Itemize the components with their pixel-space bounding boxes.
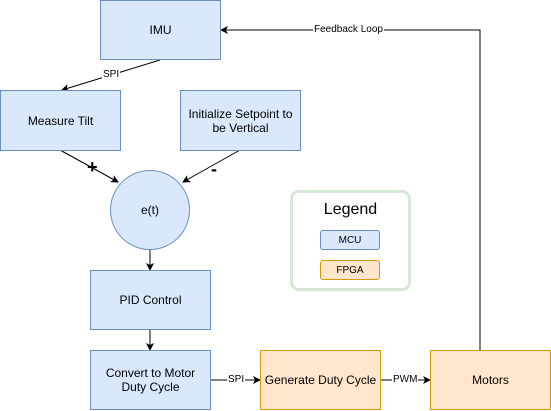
generate-duty-cycle-node: Generate Duty Cycle — [260, 350, 381, 410]
edge-measure-tilt-to-error — [59, 149, 119, 183]
legend-title: Legend — [323, 201, 378, 218]
legend-item-fpga-label: FPGA — [336, 264, 364, 276]
imu-label: IMU — [149, 23, 172, 37]
imu-node: IMU — [100, 0, 221, 60]
spi-label-convert: SPI — [227, 374, 246, 386]
edge-motors-to-imu — [220, 26, 481, 350]
measure-tilt-label: Measure Tilt — [27, 113, 94, 128]
measure-tilt-node: Measure Tilt — [0, 90, 121, 151]
edge-setpoint-to-error — [182, 149, 241, 183]
motors-label: Motors — [472, 373, 509, 387]
convert-duty-cycle-node: Convert to Motor Duty Cycle — [90, 350, 211, 410]
setpoint-node: Initialize Setpoint to be Vertical — [180, 90, 301, 151]
minus-sign: - — [211, 159, 217, 179]
error-label: e(t) — [141, 203, 159, 217]
pid-control-label: PID Control — [119, 293, 182, 307]
legend-item-mcu: MCU — [320, 230, 380, 250]
pid-control-node: PID Control — [90, 270, 211, 330]
plus-sign: + — [87, 157, 98, 177]
legend-item-mcu-label: MCU — [338, 234, 362, 246]
error-node: e(t) — [110, 170, 190, 250]
generate-duty-cycle-label: Generate Duty Cycle — [264, 373, 377, 387]
legend-item-fpga: FPGA — [320, 260, 380, 280]
pwm-label: PWM — [392, 374, 419, 386]
feedback-loop-label: Feedback Loop — [313, 24, 384, 36]
convert-duty-cycle-label: Convert to Motor Duty Cycle — [105, 366, 196, 394]
spi-label-imu: SPI — [102, 69, 121, 81]
setpoint-label: Initialize Setpoint to be Vertical — [188, 106, 293, 135]
motors-node: Motors — [430, 350, 551, 410]
